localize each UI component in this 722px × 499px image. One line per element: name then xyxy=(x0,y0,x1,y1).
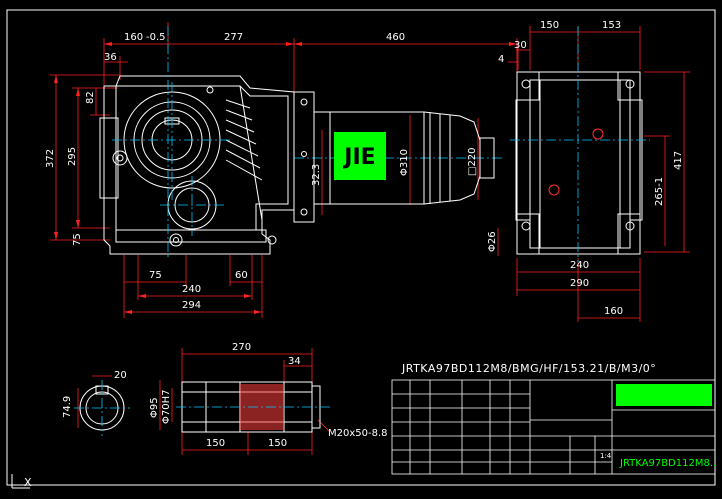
shaft-detail: 20 74.9 270 34 Φ95 Φ70H7 150 150 M20x50-… xyxy=(62,342,388,455)
dim-60: 60 xyxy=(235,270,248,281)
dim-153-side: 153 xyxy=(602,20,621,31)
title-block-model: JRTKA97BD112M8.. xyxy=(619,458,716,469)
dim-265: 265-1 xyxy=(654,177,665,206)
dim-310: Φ310 xyxy=(399,149,410,176)
dim-277: 277 xyxy=(224,32,243,43)
dim-372: 372 xyxy=(45,149,56,168)
title-logo-green xyxy=(616,384,712,406)
dim-32-3: 32.3 xyxy=(311,164,322,186)
side-view: 150 153 30 4 417 265-1 Φ26 240 290 160 xyxy=(487,20,690,322)
dim-220: □220 xyxy=(467,147,478,176)
dim-240-front: 240 xyxy=(182,284,201,295)
dim-82: 82 xyxy=(85,91,96,104)
dim-160: 160 xyxy=(124,32,143,43)
side-hole-lower xyxy=(548,184,560,196)
dim-34: 34 xyxy=(288,356,301,367)
dim-70: Φ70H7 xyxy=(161,390,172,424)
drawing-border xyxy=(6,9,716,486)
side-hole-upper xyxy=(592,128,604,140)
title-block-scale: 1:4 xyxy=(600,452,612,460)
dim-160-side: 160 xyxy=(604,306,623,317)
dim-150-side: 150 xyxy=(540,20,559,31)
dim-160-tol: -0.5 xyxy=(146,32,166,43)
dim-36: 36 xyxy=(104,52,117,63)
dim-20-shaft: 20 xyxy=(114,370,127,381)
dim-460: 460 xyxy=(386,32,405,43)
dim-150-b: 150 xyxy=(268,438,287,449)
dim-270: 270 xyxy=(232,342,251,353)
dim-4-side: 4 xyxy=(498,54,504,65)
dim-240-side: 240 xyxy=(570,260,589,271)
logo-plate xyxy=(334,132,386,180)
axis-x-label: X xyxy=(24,476,32,489)
dim-95: Φ95 xyxy=(149,397,160,418)
dim-30-side: 30 xyxy=(514,40,527,51)
model-code: JRTKA97BD112M8/BMG/HF/153.21/B/M3/0° xyxy=(401,362,656,375)
dim-75-bottom: 75 xyxy=(149,270,162,281)
thread-spec: M20x50-8.8 xyxy=(328,428,388,439)
dim-26: Φ26 xyxy=(487,231,498,252)
dim-417: 417 xyxy=(673,151,684,170)
dim-75-left: 75 xyxy=(72,233,83,246)
logo-text: JIE xyxy=(342,145,375,170)
dim-295: 295 xyxy=(67,147,78,166)
dim-74-9: 74.9 xyxy=(62,396,73,418)
ucs-icon xyxy=(11,474,30,489)
dim-150-a: 150 xyxy=(206,438,225,449)
front-view: JIE 160 -0.5 277 460 36 82 372 295 75 32… xyxy=(45,22,518,318)
title-block: JRTKA97BD112M8/BMG/HF/153.21/B/M3/0° JRT… xyxy=(391,362,716,475)
dim-290: 290 xyxy=(570,278,589,289)
dim-294: 294 xyxy=(182,300,201,311)
